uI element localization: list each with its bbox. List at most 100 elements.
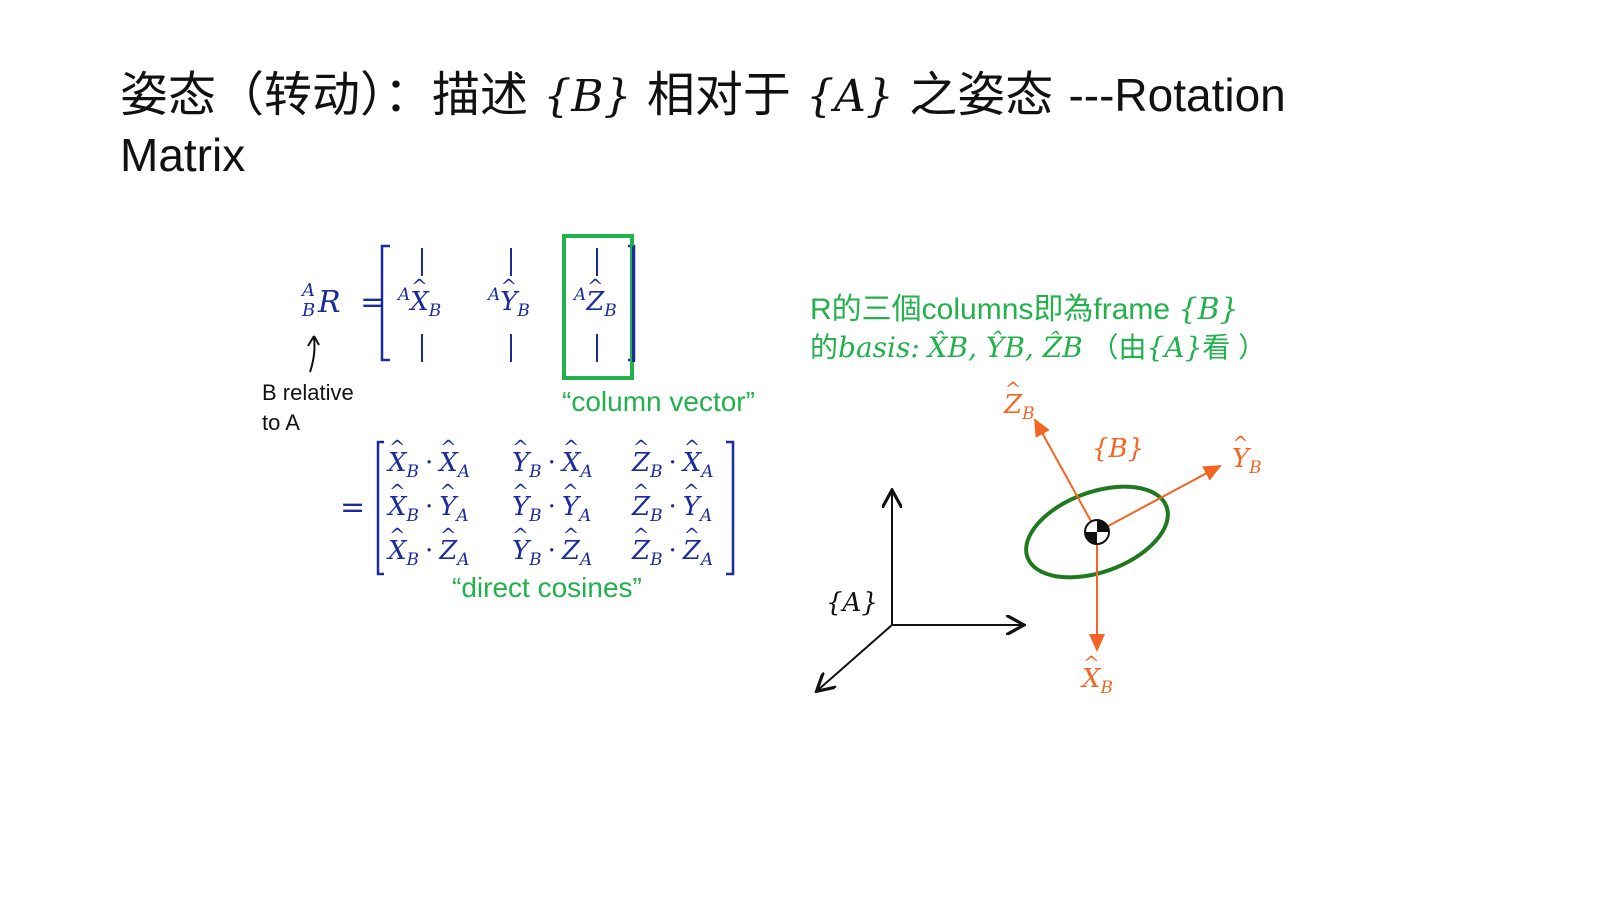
frame-b-label: {B} [1092, 434, 1145, 464]
explain-cjk1: 的三個 [831, 293, 922, 326]
cell-left-sub: B [650, 460, 663, 481]
cell-left-vector: Z [632, 492, 650, 522]
explain-line2: 的basis: X̂B, ŶB, ẐB （由{A}看 ） [810, 326, 1266, 366]
col-x-bar-top [421, 248, 423, 276]
y-b-label: YB [1232, 444, 1262, 477]
explain-r: R [810, 293, 832, 326]
x-b-label: XB [1082, 664, 1113, 697]
title-cjk-a: 姿态（转动）：描述 [120, 67, 529, 123]
title-line2: Matrix [120, 129, 246, 181]
cell-left-sub: B [406, 548, 419, 569]
y-b-letter: Y [1232, 444, 1249, 474]
title-cjk-b: 相对于 [646, 67, 791, 123]
explain-de: 的 [810, 332, 839, 363]
cell-dot: · [668, 536, 677, 566]
frames-diagram [800, 418, 1222, 710]
matrix-cell: XB·ZA [388, 536, 469, 569]
cell-dot: · [547, 492, 556, 522]
cell-left-vector: X [388, 536, 407, 566]
col-x-sub: B [428, 300, 442, 321]
explain-frame: frame [1093, 293, 1171, 326]
frame-b-z-axis [1034, 418, 1098, 533]
y-b-sub: B [1249, 456, 1262, 477]
cell-dot: · [668, 448, 677, 478]
cell-right-vector: X [439, 448, 458, 478]
cell-dot: · [547, 448, 556, 478]
explain-vectors: X̂B, ŶB, ẐB [927, 331, 1083, 364]
cell-left-sub: B [529, 504, 542, 525]
b-relative-line2: to A [262, 410, 300, 435]
cell-right-sub: A [700, 548, 714, 569]
cell-right-vector: X [683, 448, 702, 478]
title-latin: ---Rotation [1068, 69, 1286, 121]
frame-b-y-axis [1096, 465, 1222, 533]
cell-left-vector: Z [632, 448, 650, 478]
b-relative-line1: B relative [262, 380, 354, 405]
cell-right-vector: Y [683, 492, 700, 522]
lhs-sub: B [302, 300, 316, 321]
explain-set-a: {A} [1146, 331, 1203, 364]
cell-right-sub: A [699, 504, 713, 525]
cell-dot: · [424, 492, 434, 522]
col-y-letter: Y [500, 287, 517, 317]
col-z-bar-top [596, 248, 598, 276]
cell-left-vector: X [388, 448, 407, 478]
full-matrix-equals: = [340, 490, 366, 525]
left-bracket [380, 244, 390, 362]
cell-dot: · [424, 536, 434, 566]
rotation-matrix-lhs: A B R = [300, 280, 385, 324]
column-highlight-box [562, 234, 634, 380]
col-entry-z: AZB [574, 284, 617, 320]
explain-columns: columns [921, 293, 1034, 326]
cell-left-vector: Y [512, 536, 529, 566]
cell-right-vector: Z [562, 536, 580, 566]
matrix-cell: YB·XA [512, 448, 593, 481]
cell-left-sub: B [529, 460, 542, 481]
column-vector-label: “column vector” [562, 386, 755, 417]
cell-right-sub: A [580, 460, 593, 481]
body-ellipse [1024, 484, 1170, 580]
col-entry-x: AXB [398, 284, 441, 320]
x-b-letter: X [1082, 664, 1101, 694]
b-relative-label: B relative to A [262, 378, 354, 438]
cell-left-sub: B [406, 504, 419, 525]
col-z-bar-bottom [596, 334, 598, 362]
z-b-label: ZB [1004, 390, 1035, 423]
cell-left-vector: Y [512, 492, 529, 522]
col-z-sup: A [574, 284, 587, 304]
slide-title: 姿态（转动）：描述 {B} 相对于 {A} 之姿态 ---Rotation Ma… [120, 66, 1500, 184]
explain-paren-open: （由 [1090, 332, 1147, 363]
cell-left-vector: Z [632, 536, 650, 566]
matrix-cell: ZB·ZA [632, 536, 713, 569]
cell-left-sub: B [650, 548, 663, 569]
center-of-mass-icon [1084, 519, 1110, 545]
col-x-sup: A [398, 284, 411, 304]
full-matrix-brackets [376, 440, 735, 576]
x-b-sub: B [1100, 676, 1113, 697]
explain-paren-close: 看 ） [1202, 332, 1267, 363]
col-y-bar-top [510, 248, 512, 276]
cell-right-sub: A [456, 504, 469, 525]
matrix-cell: ZB·YA [632, 492, 712, 525]
col-x-letter: X [410, 287, 429, 317]
col-x-bar-bottom [421, 334, 423, 362]
explain-line1: R的三個columns即為frame {B} [810, 284, 1239, 328]
cell-right-sub: A [457, 548, 470, 569]
cell-right-vector: Y [439, 492, 456, 522]
b-relative-arrow [307, 335, 320, 373]
cell-right-vector: Z [439, 536, 457, 566]
lhs-sup: A [302, 280, 315, 301]
title-cjk-c: 之姿态 [909, 67, 1054, 123]
full-right-bracket [726, 440, 735, 576]
explain-basis: basis: [838, 331, 920, 364]
col-y-sup: A [488, 284, 501, 304]
cell-dot: · [424, 448, 434, 478]
cell-right-sub: A [701, 460, 714, 481]
z-b-sub: B [1022, 402, 1035, 423]
cell-left-sub: B [650, 504, 663, 525]
cell-dot: · [547, 536, 556, 566]
col-z-sub: B [604, 300, 617, 321]
title-set-a: {A} [806, 71, 894, 122]
frame-a-x-axis [818, 624, 893, 690]
z-b-letter: Z [1004, 390, 1022, 420]
